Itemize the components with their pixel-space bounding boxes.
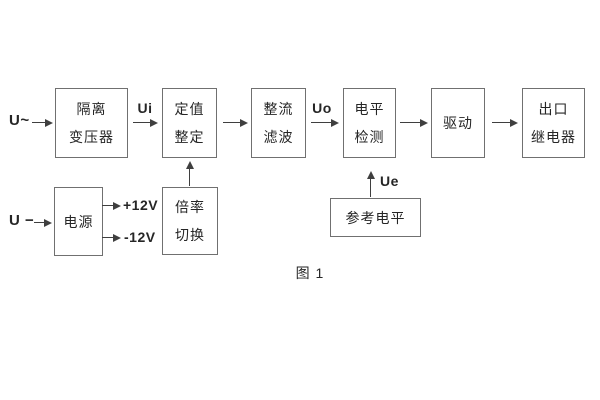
label-rail-positive: +12V: [123, 197, 159, 213]
label-input-dc: U −: [9, 212, 35, 229]
block-label: 倍率: [175, 199, 205, 215]
block-label: 电源: [63, 213, 94, 230]
arrowhead-icon: [331, 118, 339, 127]
arrowhead-icon: [44, 218, 52, 227]
arrow-input-ac-to-isolation: [32, 118, 53, 127]
block-label: 继电器: [531, 129, 576, 145]
arrow-power-to-negative-rail: [102, 233, 121, 242]
arrow-shaft: [188, 168, 191, 186]
block-label: 滤波: [263, 129, 294, 145]
block-rectifier-filter: 整流 滤波: [251, 88, 306, 158]
block-level-detection: 电平 检测: [343, 88, 396, 158]
arrow-driver-to-relay: [492, 118, 518, 127]
arrow-shaft: [34, 221, 45, 224]
arrowhead-icon: [366, 171, 375, 179]
arrowhead-icon: [420, 118, 428, 127]
block-label: 变压器: [69, 129, 114, 145]
arrow-reference-to-level: [366, 171, 375, 197]
block-isolation-transformer: 隔离 变压器: [55, 88, 128, 158]
arrow-shaft: [102, 236, 114, 239]
arrowhead-icon: [510, 118, 518, 127]
arrowhead-icon: [240, 118, 248, 127]
arrow-shaft: [369, 178, 372, 197]
figure-caption: 图 1: [295, 265, 325, 281]
arrow-shaft: [311, 121, 332, 124]
block-output-relay: 出口 继电器: [522, 88, 585, 158]
label-signal-uo: Uo: [312, 100, 332, 116]
block-ratio-switch: 倍率 切换: [162, 187, 218, 255]
block-label: 检测: [354, 129, 385, 145]
arrow-shaft: [492, 121, 511, 124]
block-label: 出口: [538, 101, 569, 117]
arrowhead-icon: [113, 233, 121, 242]
arrow-setting-to-rectifier: [223, 118, 248, 127]
block-label: 定值: [174, 101, 205, 117]
arrow-isolation-to-setting: [133, 118, 158, 127]
block-label: 隔离: [76, 101, 107, 117]
arrowhead-icon: [45, 118, 53, 127]
arrow-shaft: [400, 121, 421, 124]
label-signal-ui: Ui: [137, 100, 153, 116]
block-label: 电平: [354, 101, 385, 117]
arrow-shaft: [223, 121, 241, 124]
arrow-input-dc-to-power: [34, 218, 52, 227]
arrow-power-to-positive-rail: [102, 201, 121, 210]
block-reference-level: 参考电平: [330, 198, 421, 237]
arrow-shaft: [102, 204, 114, 207]
block-label: 切换: [175, 227, 205, 243]
block-setting-adjust: 定值 整定: [162, 88, 217, 158]
label-rail-negative: -12V: [124, 229, 156, 245]
block-label: 整流: [263, 101, 294, 117]
arrow-level-to-driver: [400, 118, 428, 127]
block-label: 整定: [174, 129, 205, 145]
block-label: 驱动: [443, 115, 473, 131]
arrowhead-icon: [113, 201, 121, 210]
arrow-ratio-to-setting: [185, 161, 194, 186]
block-driver: 驱动: [431, 88, 485, 158]
arrow-rectifier-to-level: [311, 118, 339, 127]
arrowhead-icon: [150, 118, 158, 127]
block-label: 参考电平: [345, 209, 406, 226]
label-input-ac: U~: [9, 112, 30, 129]
label-signal-ue: Ue: [380, 173, 399, 189]
arrowhead-icon: [185, 161, 194, 169]
arrow-shaft: [133, 121, 151, 124]
arrow-shaft: [32, 121, 46, 124]
block-power-supply: 电源: [54, 187, 103, 256]
